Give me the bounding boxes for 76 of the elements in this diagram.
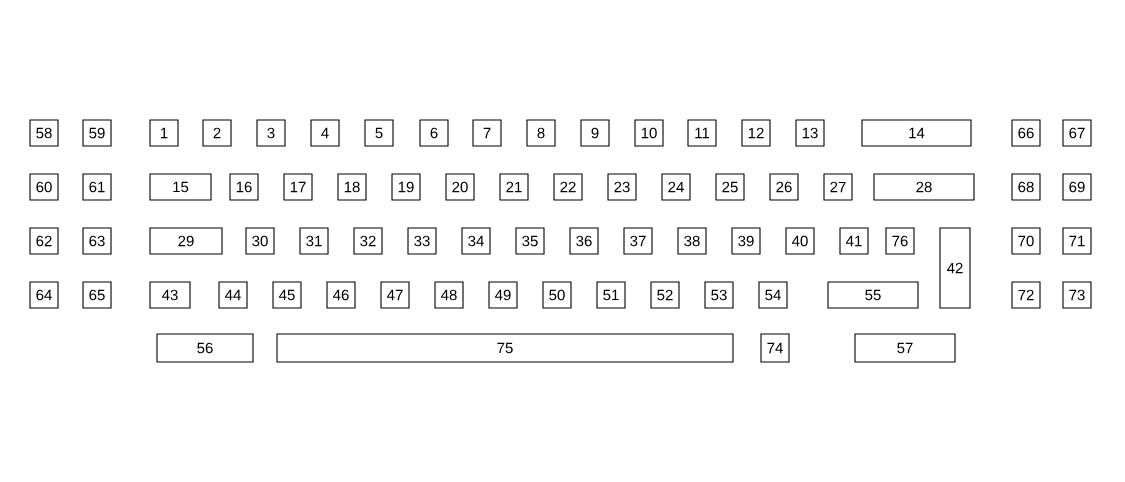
key-box: 23 [607,173,637,201]
key-box: 3 [256,119,286,147]
key-box: 16 [229,173,259,201]
key-box: 30 [245,227,275,255]
key-box: 42 [939,227,971,309]
key-box: 17 [283,173,313,201]
key-box: 13 [795,119,825,147]
key-box: 61 [82,173,112,201]
key-box: 14 [861,119,972,147]
key-box: 69 [1062,173,1092,201]
key-box: 1 [149,119,179,147]
key-box: 6 [419,119,449,147]
key-box: 7 [472,119,502,147]
key-box: 60 [29,173,59,201]
key-box: 67 [1062,119,1092,147]
key-box: 49 [488,281,518,309]
key-box: 45 [272,281,302,309]
key-box: 20 [445,173,475,201]
key-box: 55 [827,281,919,309]
key-box: 65 [82,281,112,309]
key-box: 31 [299,227,329,255]
key-box: 19 [391,173,421,201]
key-box: 44 [218,281,248,309]
key-box: 58 [29,119,59,147]
key-box: 52 [650,281,680,309]
key-box: 63 [82,227,112,255]
key-box: 18 [337,173,367,201]
key-box: 72 [1011,281,1041,309]
key-box: 70 [1011,227,1041,255]
key-box: 15 [149,173,212,201]
key-box: 4 [310,119,340,147]
key-box: 71 [1062,227,1092,255]
key-box: 35 [515,227,545,255]
key-box: 51 [596,281,626,309]
key-box: 25 [715,173,745,201]
key-box: 36 [569,227,599,255]
key-box: 62 [29,227,59,255]
key-box: 73 [1062,281,1092,309]
key-box: 22 [553,173,583,201]
key-box: 12 [741,119,771,147]
key-box: 21 [499,173,529,201]
key-box: 53 [704,281,734,309]
key-box: 2 [202,119,232,147]
key-box: 75 [276,333,734,363]
key-box: 27 [823,173,853,201]
key-box: 59 [82,119,112,147]
key-box: 37 [623,227,653,255]
key-box: 64 [29,281,59,309]
key-box: 46 [326,281,356,309]
key-box: 39 [731,227,761,255]
key-box: 47 [380,281,410,309]
key-box: 9 [580,119,610,147]
key-box: 54 [758,281,788,309]
key-box: 50 [542,281,572,309]
key-box: 41 [839,227,869,255]
key-box: 8 [526,119,556,147]
key-box: 76 [885,227,915,255]
key-box: 34 [461,227,491,255]
key-box: 48 [434,281,464,309]
key-box: 29 [149,227,223,255]
key-box: 68 [1011,173,1041,201]
key-box: 40 [785,227,815,255]
key-box: 38 [677,227,707,255]
key-box: 11 [687,119,717,147]
key-box: 26 [769,173,799,201]
key-box: 24 [661,173,691,201]
key-box: 10 [634,119,664,147]
key-box: 66 [1011,119,1041,147]
key-box: 32 [353,227,383,255]
key-box: 33 [407,227,437,255]
key-box: 43 [149,281,191,309]
key-box: 56 [156,333,254,363]
key-box: 5 [364,119,394,147]
key-box: 57 [854,333,956,363]
key-box: 74 [760,333,790,363]
key-box: 28 [873,173,975,201]
